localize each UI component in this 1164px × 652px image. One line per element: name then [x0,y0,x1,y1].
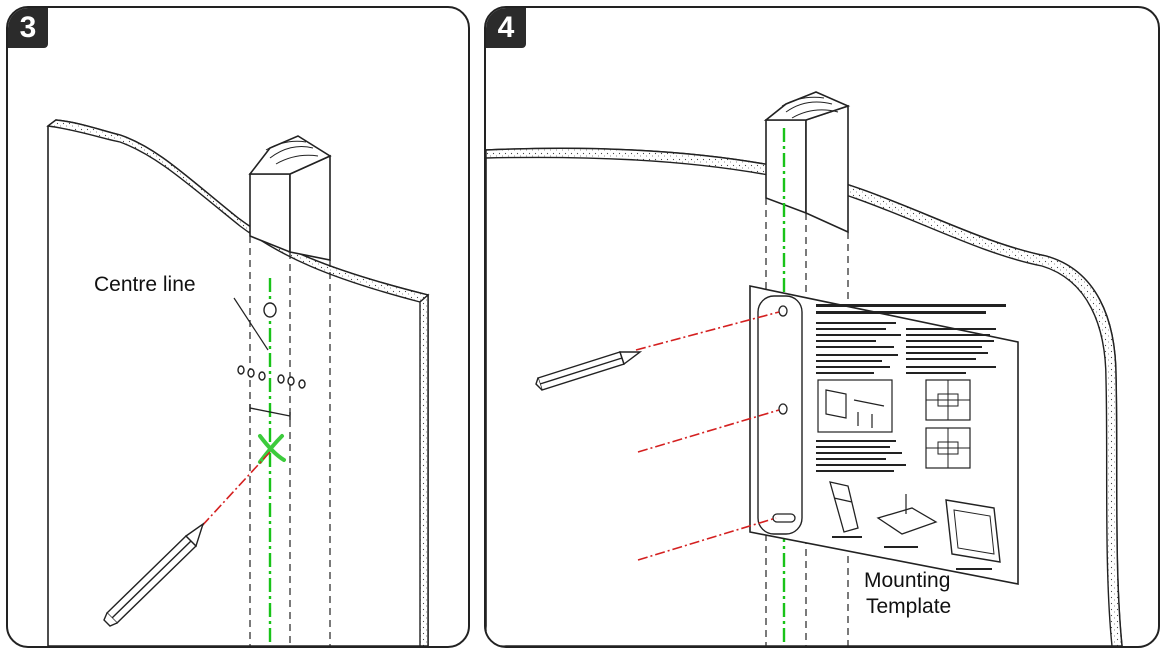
step-number-badge: 3 [8,8,48,48]
pencil-icon [535,351,643,391]
stud-icon [248,135,332,646]
pencil-icon [103,522,205,627]
callout-leader [233,297,269,351]
laser-line [199,451,271,529]
step-3-panel: 3 Centre line [6,6,470,648]
stud-width-marker [249,404,291,420]
step-4-illustration [486,91,1123,646]
mounting-template-label-line2: Template [866,595,952,618]
mounting-template-icon [749,285,1019,585]
mark-x [258,434,286,464]
drill-hole-icon [237,302,306,389]
step-3-illustration [46,119,430,646]
mounting-template-label-line1: Mounting [864,569,951,592]
laser-line [635,311,780,561]
drywall-icon [46,119,430,646]
step-4-panel: 4 Mounting Template [484,6,1160,648]
step-number-badge: 4 [486,8,526,48]
centre-line-label: Centre line [94,273,196,296]
